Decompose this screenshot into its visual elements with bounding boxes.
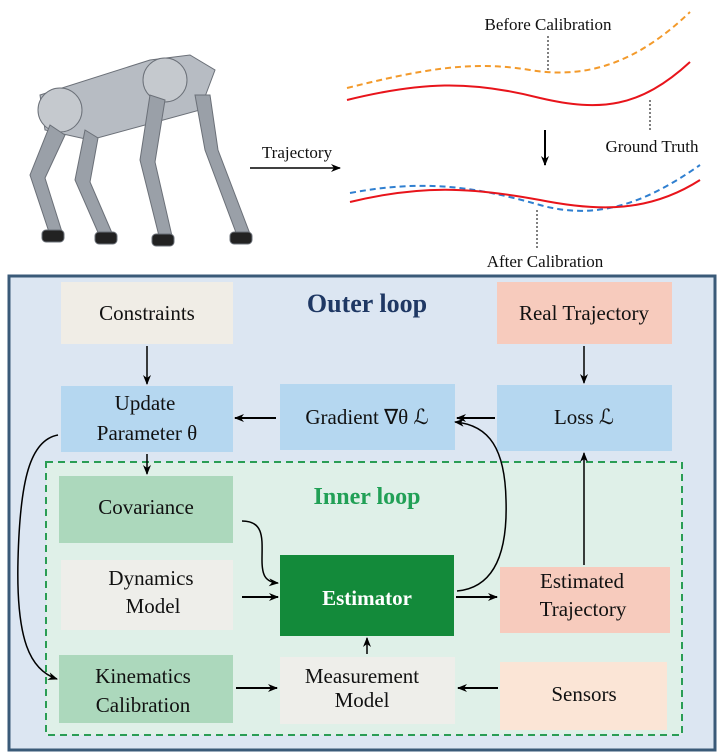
ground-truth-curve-top (346, 61, 691, 107)
after-calibration-label: After Calibration (487, 252, 604, 271)
arrow-covariance-estimator (241, 520, 279, 587)
inner-loop-title: Inner loop (314, 484, 421, 510)
sensors-label: Sensors (551, 682, 616, 706)
before-calibration-curve (346, 11, 691, 89)
estimator-label: Estimator (322, 586, 412, 610)
kinematics-calibration-box (59, 655, 233, 723)
constraints-label: Constraints (99, 301, 195, 325)
sensors-box (500, 662, 667, 730)
outer-loop-title: Outer loop (307, 289, 427, 318)
constraints-box (61, 282, 233, 344)
measurement-label-line2: Model (335, 688, 390, 712)
measurement-model-box (280, 657, 455, 724)
after-calibration-curve (349, 164, 701, 212)
gradient-box (280, 384, 455, 450)
before-calibration-label: Before Calibration (485, 15, 612, 34)
loss-label: Loss ℒ (554, 405, 614, 429)
dynamics-label-line2: Model (126, 594, 181, 618)
update-label-line1: Update (115, 391, 176, 415)
real-trajectory-label: Real Trajectory (519, 301, 650, 325)
ground-truth-curve-bottom (349, 179, 701, 209)
dynamics-label-line1: Dynamics (108, 566, 193, 590)
ground-truth-label: Ground Truth (605, 137, 699, 156)
quadruped-robot-image (29, 54, 253, 247)
estimated-trajectory-box (500, 567, 670, 633)
covariance-box (59, 476, 233, 543)
update-parameter-box (61, 386, 233, 452)
estimated-label-line1: Estimated (540, 569, 624, 593)
dynamics-model-box (61, 560, 233, 630)
trajectory-label: Trajectory (262, 143, 333, 162)
gradient-label: Gradient ∇θ ℒ (305, 405, 428, 429)
real-trajectory-box (497, 282, 672, 344)
kinematics-label-line1: Kinematics (95, 664, 191, 688)
arrow-estimator-gradient (454, 418, 507, 592)
estimator-box (280, 555, 454, 636)
covariance-label: Covariance (98, 495, 194, 519)
update-label-line2: Parameter θ (97, 421, 197, 445)
arrow-update-kinematics (17, 434, 59, 680)
loss-box (497, 385, 672, 451)
estimated-label-line2: Trajectory (540, 597, 627, 621)
measurement-label-line1: Measurement (305, 664, 419, 688)
kinematics-label-line2: Calibration (96, 693, 191, 717)
